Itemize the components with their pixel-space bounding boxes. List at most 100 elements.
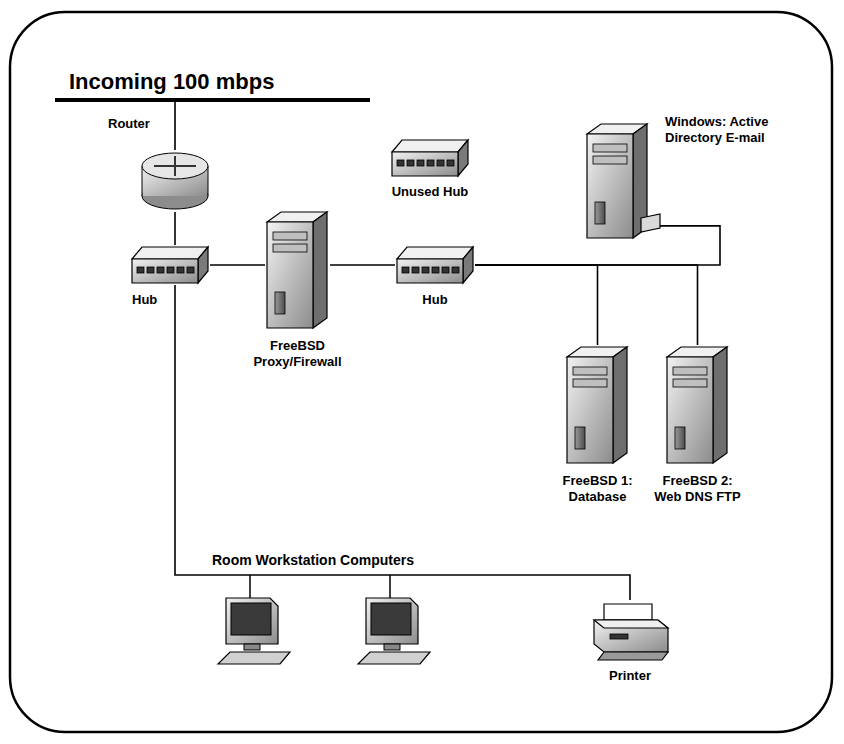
router-arrow xyxy=(174,156,176,166)
drive-bay xyxy=(593,156,627,164)
hub-port xyxy=(187,267,194,273)
workstation-icon xyxy=(218,598,290,664)
hub-port xyxy=(407,160,414,166)
network-cable xyxy=(174,102,176,150)
drive-bay xyxy=(673,379,707,387)
tower-side xyxy=(313,212,327,328)
router-top xyxy=(142,153,208,179)
hub-icon xyxy=(130,245,210,285)
hub-port xyxy=(402,267,409,273)
tower-front xyxy=(667,357,713,463)
monitor-case xyxy=(366,598,418,644)
device-label: FreeBSD 1: Database xyxy=(550,473,645,505)
hub-port xyxy=(447,160,454,166)
line-label: Incoming 100 mbps xyxy=(55,68,370,96)
hub-port xyxy=(422,267,429,273)
device-label: Windows: Active Directory E-mail xyxy=(665,114,793,146)
tower-device: FreeBSD 1: Database xyxy=(565,345,630,465)
printer-slot xyxy=(610,634,628,639)
front-panel xyxy=(575,427,585,449)
hub-top xyxy=(392,140,468,152)
monitor-stand xyxy=(244,644,260,650)
hub-side xyxy=(198,247,208,283)
router-icon xyxy=(140,150,210,212)
hub-device: Hub xyxy=(395,245,475,285)
hub-port xyxy=(157,267,164,273)
monitor-stand xyxy=(384,644,400,650)
tower-icon xyxy=(665,345,730,465)
front-panel xyxy=(675,427,685,449)
hub-front xyxy=(397,259,463,283)
hub-port xyxy=(167,267,174,273)
hub-side xyxy=(463,247,473,283)
device-label: Printer xyxy=(590,668,670,684)
drive-bay xyxy=(273,232,307,240)
hub-front xyxy=(132,259,198,283)
device-label: Unused Hub xyxy=(370,184,490,200)
printer-icon xyxy=(590,600,670,662)
network-cable xyxy=(330,264,395,266)
incoming-line-band: Incoming 100 mbps xyxy=(55,68,370,102)
hub-device: Hub xyxy=(130,245,210,285)
outer-frame xyxy=(10,12,832,732)
device-label: Router xyxy=(108,116,188,132)
monitor-screen xyxy=(371,603,411,635)
hub-port xyxy=(432,267,439,273)
group-label: Room Workstation Computers xyxy=(212,552,414,569)
hub-icon xyxy=(395,245,475,285)
network-cable xyxy=(210,264,265,266)
hub-port xyxy=(427,160,434,166)
tower-front xyxy=(567,357,613,463)
router-arrow xyxy=(174,166,176,176)
router-edge xyxy=(208,166,209,196)
drive-bay xyxy=(673,367,707,375)
printer-top xyxy=(594,620,668,628)
device-label: Hub xyxy=(132,292,172,308)
router-arrow xyxy=(175,165,196,167)
network-cable xyxy=(475,265,698,345)
network-card xyxy=(641,214,660,232)
hub-front xyxy=(392,152,458,176)
hub-device: Unused Hub xyxy=(390,138,470,178)
network-cable xyxy=(175,285,630,600)
hub-port xyxy=(137,267,144,273)
hub-port xyxy=(417,160,424,166)
hub-side xyxy=(458,140,468,176)
hub-icon xyxy=(390,138,470,178)
device-label: FreeBSD 2: Web DNS FTP xyxy=(650,473,745,505)
tower-device: FreeBSD Proxy/Firewall xyxy=(265,210,330,330)
win-icon xyxy=(585,122,660,240)
printer-tray xyxy=(598,652,668,660)
tower-front xyxy=(267,222,313,328)
printer-paper xyxy=(604,604,652,620)
network-cable xyxy=(475,265,598,345)
printer-device: Printer xyxy=(590,600,670,662)
keyboard xyxy=(218,652,290,664)
printer-body xyxy=(594,620,668,652)
router-edge xyxy=(142,166,143,196)
hub-top xyxy=(132,247,208,259)
front-panel xyxy=(595,202,605,224)
hub-port xyxy=(177,267,184,273)
drop-wire xyxy=(389,575,391,598)
router-device: Router xyxy=(140,150,210,212)
drive-bay xyxy=(573,379,607,387)
monitor-case xyxy=(226,598,278,644)
monitor-screen xyxy=(231,603,271,635)
win-device: Windows: Active Directory E-mail xyxy=(585,122,660,240)
hub-port xyxy=(442,267,449,273)
tower-icon xyxy=(565,345,630,465)
hub-top xyxy=(397,247,473,259)
router-arrow xyxy=(154,165,175,167)
tower-front xyxy=(587,134,633,238)
device-label: FreeBSD Proxy/Firewall xyxy=(240,338,355,370)
tower-side xyxy=(713,347,727,463)
hub-port xyxy=(412,267,419,273)
workstation-icon xyxy=(358,598,430,664)
hub-port xyxy=(147,267,154,273)
tower-side xyxy=(613,347,627,463)
drive-bay xyxy=(593,144,627,152)
tower-device: FreeBSD 2: Web DNS FTP xyxy=(665,345,730,465)
keyboard xyxy=(358,652,430,664)
